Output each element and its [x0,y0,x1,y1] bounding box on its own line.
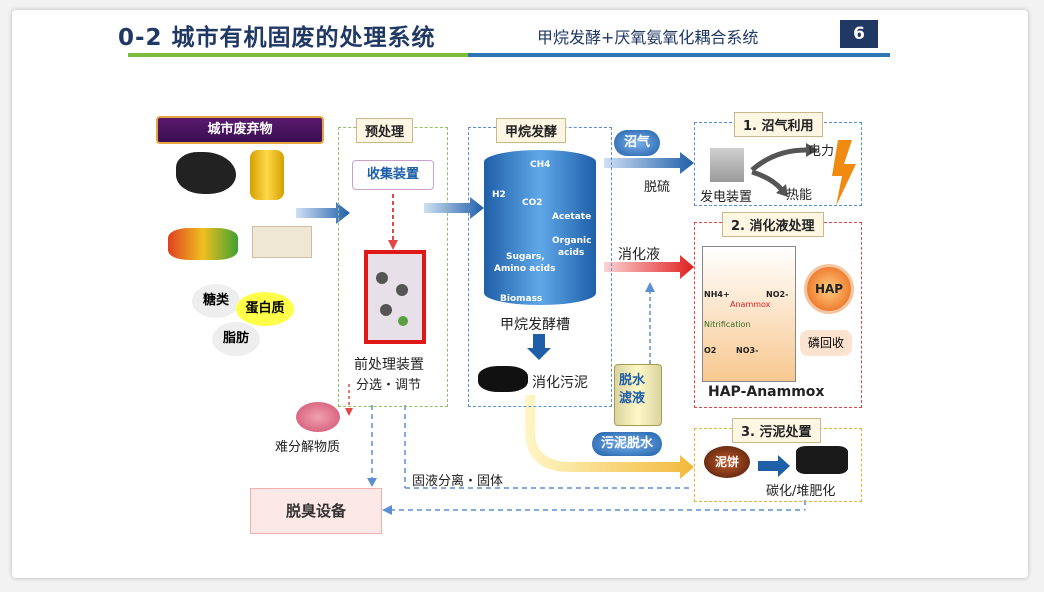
deodorization-box: 脱臭设备 [250,488,382,534]
title-rule-blue [468,53,890,57]
digestate-arrow-label: 消化液 [618,247,660,263]
digested-sludge-image [478,366,528,392]
arrow-sludge-down [527,334,551,360]
tank-amino: Amino acids [494,264,556,274]
label-no2-top: NO2- [766,290,789,299]
arrow-sludge-yellow [525,395,694,479]
tank-sugars: Sugars, [506,252,545,262]
label-nh4: NH4+ [704,290,730,299]
heat-label: 热能 [786,188,813,203]
dewatering-tag: 污泥脱水 [592,432,662,456]
electricity-label: 电力 [808,144,835,159]
tank-h2: H2 [492,190,506,200]
tank-ch4: CH4 [530,160,551,170]
label-protein: 蛋白质 [236,292,294,326]
label-fat: 脂肪 [212,322,260,356]
label-nitrification: Nitrification [704,320,751,329]
pretreatment-device-image [364,250,426,344]
residue-label: 难分解物质 [275,440,341,455]
phosphorus-recovery: 磷回收 [800,330,852,356]
filtrate-label: 脱水滤液 [619,373,646,406]
reactor-image [702,246,796,382]
biogas-tag: 沼气 [614,130,660,156]
label-anammox: Anammox [730,300,771,309]
desulfurization-label: 脱硫 [644,180,671,195]
digestate-title: 2. 消化液处理 [722,212,824,237]
tank-organic: Organic [552,236,592,246]
pretreatment-device-sub: 分选・调节 [356,378,422,393]
vegetables-image [168,228,238,260]
lightning-icon [832,140,856,206]
waste-title: 城市废弃物 [156,116,324,144]
arrow-pretreat-to-ferment [424,197,484,219]
oil-barrel-image [250,150,284,200]
biogas-use-title: 1. 沼气利用 [734,112,823,137]
tank-acids: acids [558,248,585,258]
carbon-image [796,446,848,474]
sludge-cake: 泥饼 [704,446,750,478]
page-title: 0-2 城市有机固废的处理系统 [118,25,436,51]
arrow-to-heat [751,169,784,192]
power-plant-image [710,148,744,182]
arrow-digestate [604,255,694,279]
collector-box: 收集装置 [352,160,434,190]
tank-co2: CO2 [522,198,543,208]
arrow-cake-to-carbon [758,455,790,477]
coal-image [176,152,236,194]
page-number: 6 [840,20,878,48]
label-o2: O2 [704,346,717,355]
hap-anammox-label: HAP-Anammox [708,384,825,400]
tank-biomass: Biomass [500,294,543,304]
fermentation-tank [484,150,596,305]
title-rule-green [128,53,468,57]
label-sugars: 糖类 [192,284,240,318]
fermentation-title: 甲烷发酵 [496,118,567,143]
pretreatment-title: 预处理 [356,118,414,143]
separation-label: 固液分离・固体 [412,474,504,489]
tank-acetate: Acetate [552,212,592,222]
carbonization-label: 碳化/堆肥化 [766,484,836,499]
generator-label: 发电装置 [700,190,753,205]
residue-image [296,402,340,432]
arrow-to-electricity [750,147,807,172]
pretreatment-device-label: 前处理装置 [354,357,424,373]
paper-image [252,226,312,258]
tank-label: 甲烷发酵槽 [500,317,570,333]
filtrate-tank [614,364,662,426]
hap-circle: HAP [804,264,854,314]
label-no3: NO3- [736,346,759,355]
arrow-biogas [604,152,694,174]
arrow-waste-to-pretreat [296,202,350,224]
page-subtitle: 甲烷发酵+厌氧氨氧化耦合系统 [537,28,759,47]
digested-sludge-label: 消化污泥 [532,375,588,391]
sludge-title: 3. 污泥处置 [732,418,821,443]
